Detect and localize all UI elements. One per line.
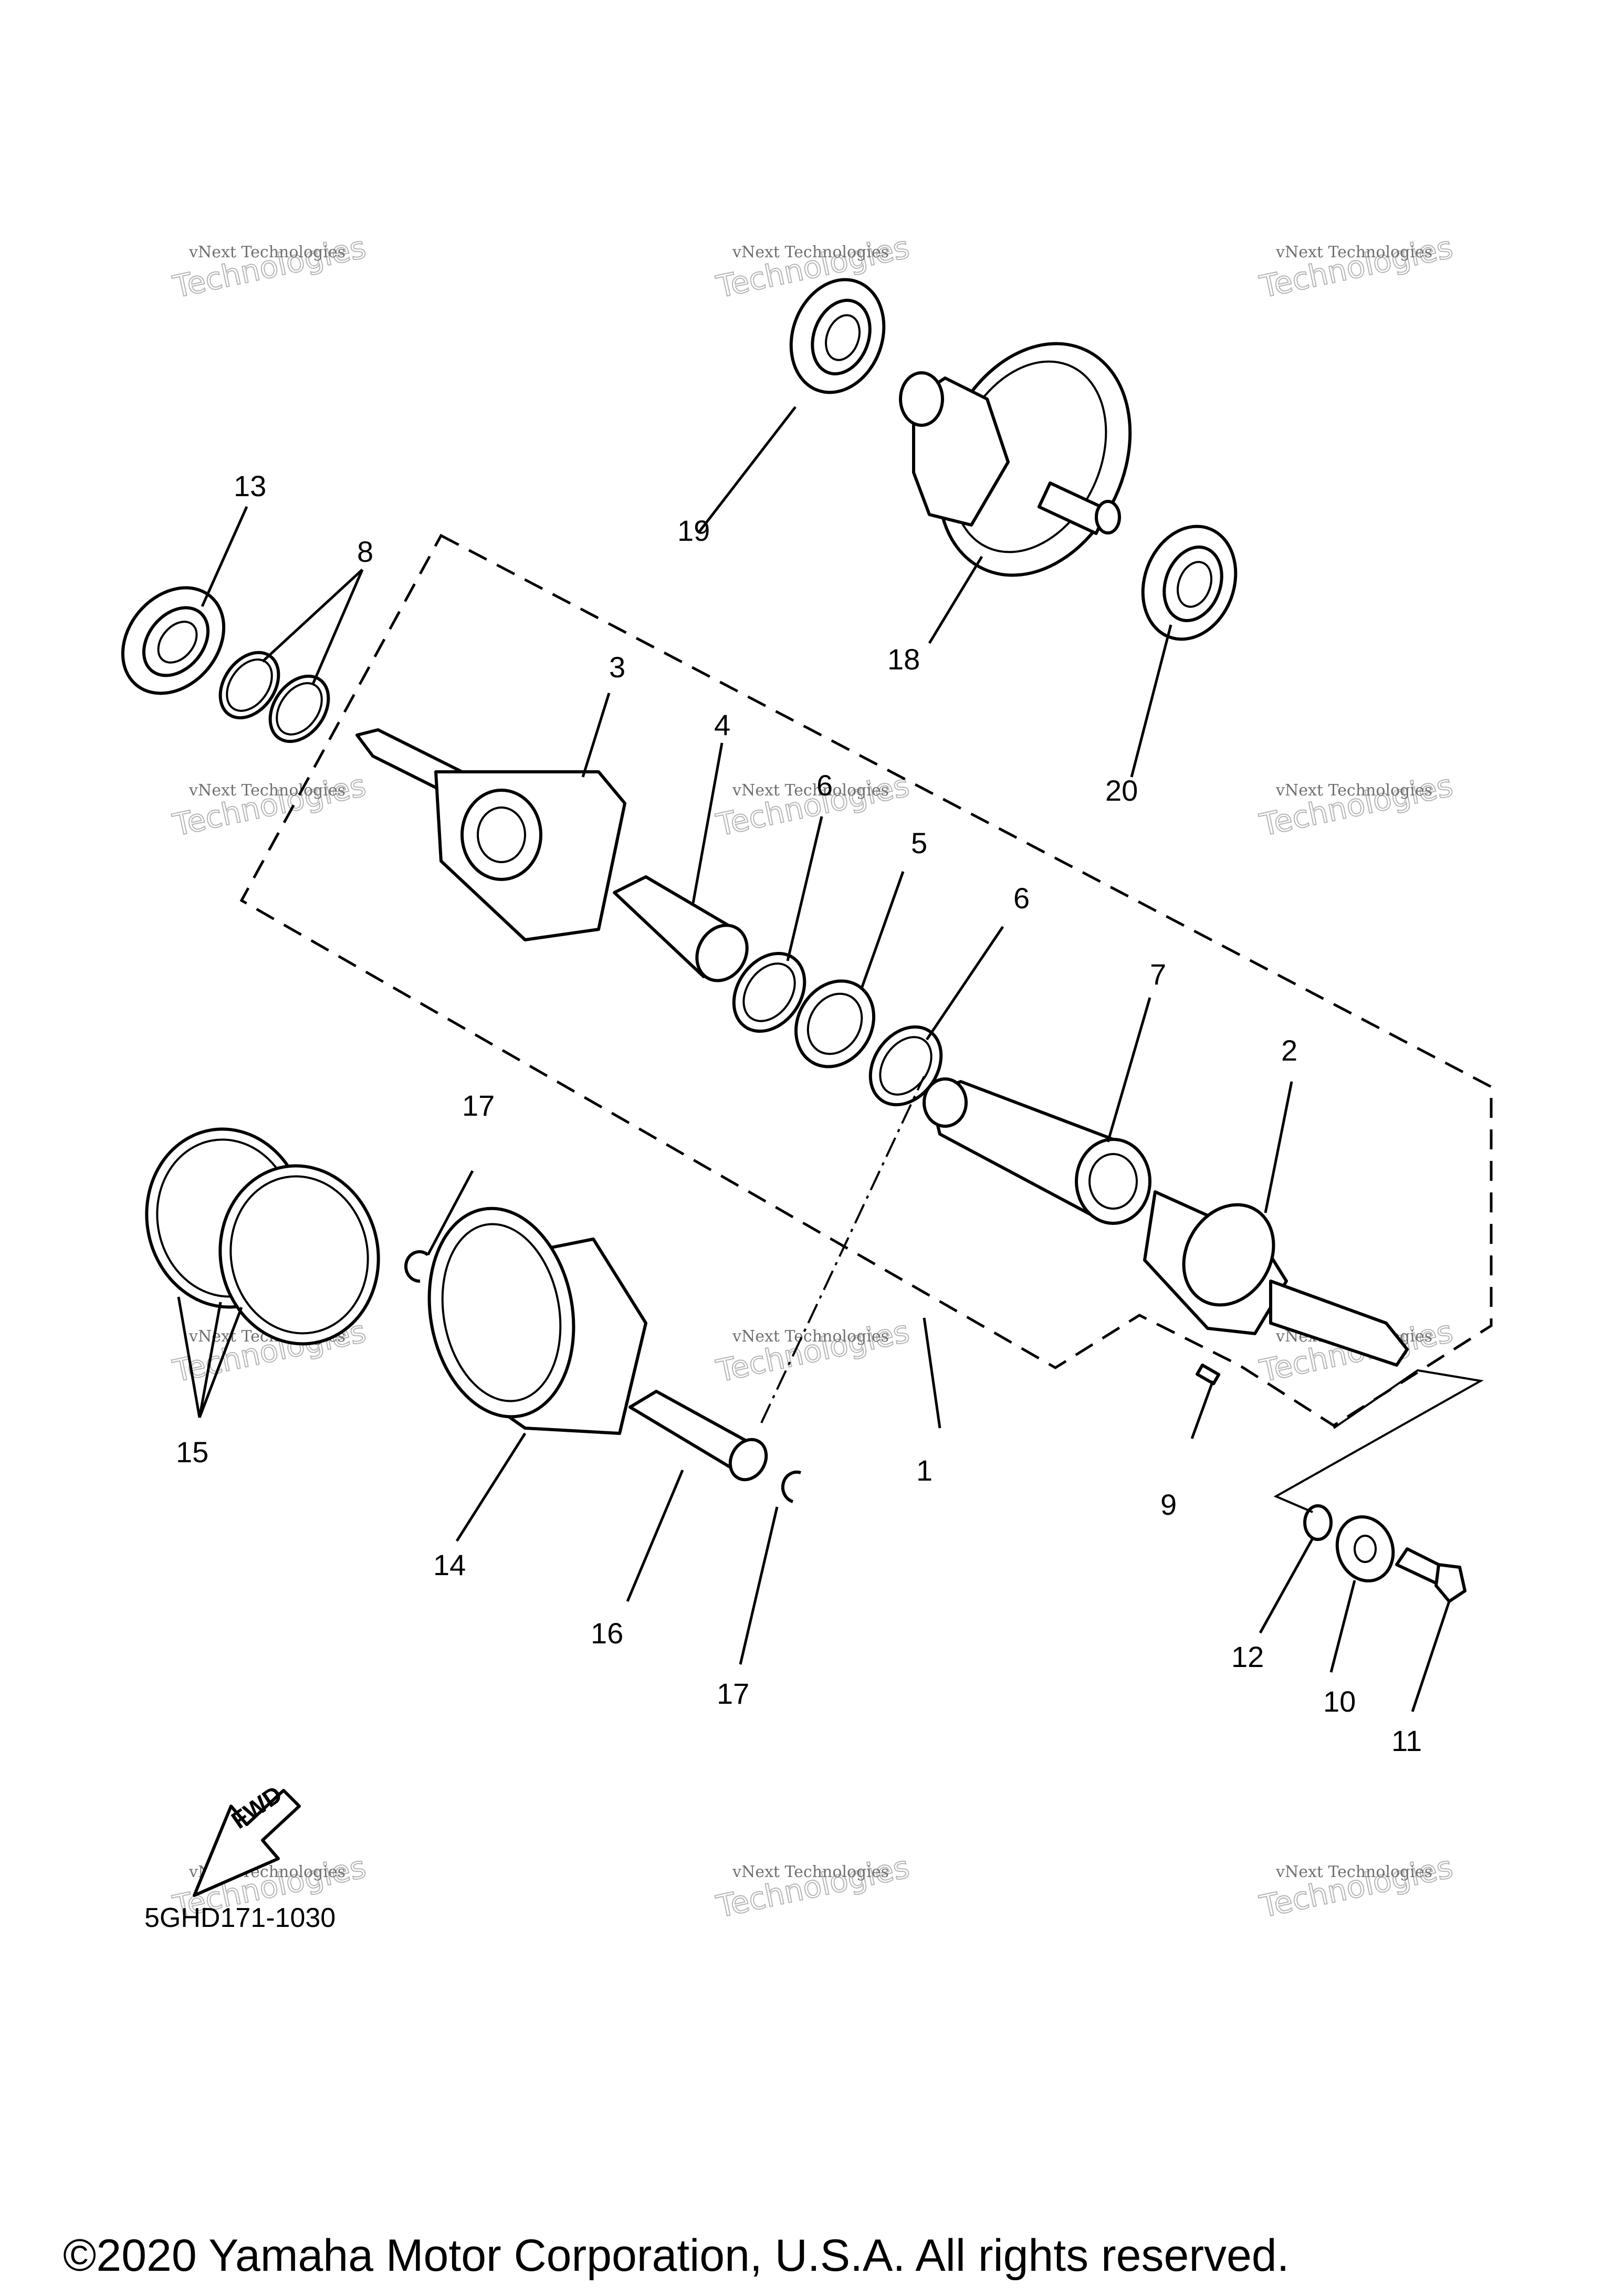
- diagram-reference-code: 5GHD171-1030: [144, 1903, 336, 1933]
- woodruff-key-9: [1196, 1364, 1221, 1386]
- piston-pin-16: [629, 1390, 768, 1482]
- svg-text:vNext Technologies: vNext Technologies: [1275, 1863, 1432, 1881]
- balancer-shaft-18: [899, 342, 1132, 577]
- watermark: Technologies vNext Technologies: [169, 767, 370, 844]
- svg-text:Technologies: Technologies: [1256, 768, 1456, 843]
- callout-6b: 6: [1013, 882, 1030, 915]
- bearing-13: [121, 586, 226, 695]
- svg-text:vNext Technologies: vNext Technologies: [732, 1327, 889, 1346]
- svg-text:Technologies: Technologies: [713, 768, 913, 843]
- bearing-20: [1141, 525, 1238, 641]
- svg-text:Technologies: Technologies: [713, 1849, 913, 1925]
- callout-16: 16: [591, 1617, 623, 1650]
- circlip-17a: [404, 1250, 429, 1283]
- piston-14: [427, 1207, 647, 1435]
- svg-text:vNext Technologies: vNext Technologies: [732, 1863, 889, 1881]
- svg-text:Technologies: Technologies: [170, 229, 369, 305]
- svg-text:Technologies: Technologies: [170, 768, 369, 843]
- svg-text:vNext Technologies: vNext Technologies: [1275, 243, 1432, 261]
- watermark: Technologies vNext Technologies: [713, 1849, 913, 1925]
- svg-text:vNext Technologies: vNext Technologies: [188, 243, 345, 261]
- callout-15: 15: [176, 1435, 208, 1469]
- callout-17a: 17: [462, 1089, 495, 1122]
- callout-2: 2: [1281, 1034, 1297, 1067]
- thrust-washer-6b: [868, 1025, 943, 1107]
- callout-13: 13: [234, 469, 266, 502]
- washer-10: [1335, 1515, 1395, 1582]
- callout-14: 14: [433, 1548, 466, 1581]
- svg-text:Technologies: Technologies: [1256, 1849, 1456, 1925]
- bearing-19: [789, 278, 886, 394]
- svg-text:vNext Technologies: vNext Technologies: [732, 243, 889, 261]
- watermark: Technologies vNext Technologies: [713, 1313, 913, 1390]
- connecting-rod-7: [923, 1077, 1151, 1225]
- callout-7: 7: [1150, 958, 1166, 991]
- callout-10: 10: [1323, 1685, 1356, 1718]
- thrust-washer-6a: [732, 951, 806, 1033]
- bolt-11: [1395, 1547, 1467, 1603]
- callout-4: 4: [714, 708, 730, 741]
- callouts: 19 18 20 13 8 3 4 6 5 6 7 2 17 15 14 16 …: [176, 469, 1422, 1757]
- watermark: Technologies vNext Technologies: [1256, 767, 1457, 844]
- callout-17b: 17: [717, 1677, 749, 1710]
- callout-1: 1: [916, 1454, 933, 1487]
- assembly-centerline: [760, 1076, 925, 1423]
- callout-20: 20: [1105, 774, 1138, 807]
- watermark: Technologies vNext Technologies: [1256, 1849, 1457, 1925]
- o-ring-12: [1303, 1504, 1333, 1541]
- crankshaft-right-2: [1143, 1190, 1409, 1367]
- piston-rings-15: [145, 1127, 380, 1346]
- needle-bearing-5: [794, 979, 876, 1068]
- crankshaft-left-3: [355, 728, 626, 941]
- svg-text:vNext Technologies: vNext Technologies: [188, 781, 345, 800]
- crankshaft-assembly-boundary: [239, 533, 1493, 1427]
- watermark: Technologies vNext Technologies: [169, 229, 370, 306]
- copyright-notice: ©2020 Yamaha Motor Corporation, U.S.A. A…: [63, 2230, 1290, 2281]
- svg-text:Technologies: Technologies: [1256, 229, 1456, 305]
- leader-lines: [177, 406, 1484, 1712]
- callout-18: 18: [887, 643, 920, 676]
- washer-8a: [218, 651, 280, 720]
- crank-pin-4: [613, 875, 749, 982]
- svg-text:Technologies: Technologies: [713, 1314, 913, 1389]
- callout-3: 3: [609, 651, 625, 684]
- callout-5: 5: [911, 826, 927, 859]
- callout-8: 8: [357, 535, 373, 568]
- watermark: Technologies vNext Technologies: [713, 767, 913, 844]
- callout-9: 9: [1160, 1488, 1177, 1521]
- svg-text:vNext Technologies: vNext Technologies: [1275, 781, 1432, 800]
- washer-8b: [268, 674, 330, 743]
- circlip-17b: [781, 1470, 801, 1503]
- svg-text:vNext Technologies: vNext Technologies: [732, 781, 889, 800]
- callout-6a: 6: [816, 769, 833, 802]
- watermark: Technologies vNext Technologies: [1256, 229, 1457, 306]
- callout-19: 19: [677, 514, 710, 547]
- callout-12: 12: [1231, 1640, 1264, 1673]
- callout-11: 11: [1391, 1724, 1422, 1757]
